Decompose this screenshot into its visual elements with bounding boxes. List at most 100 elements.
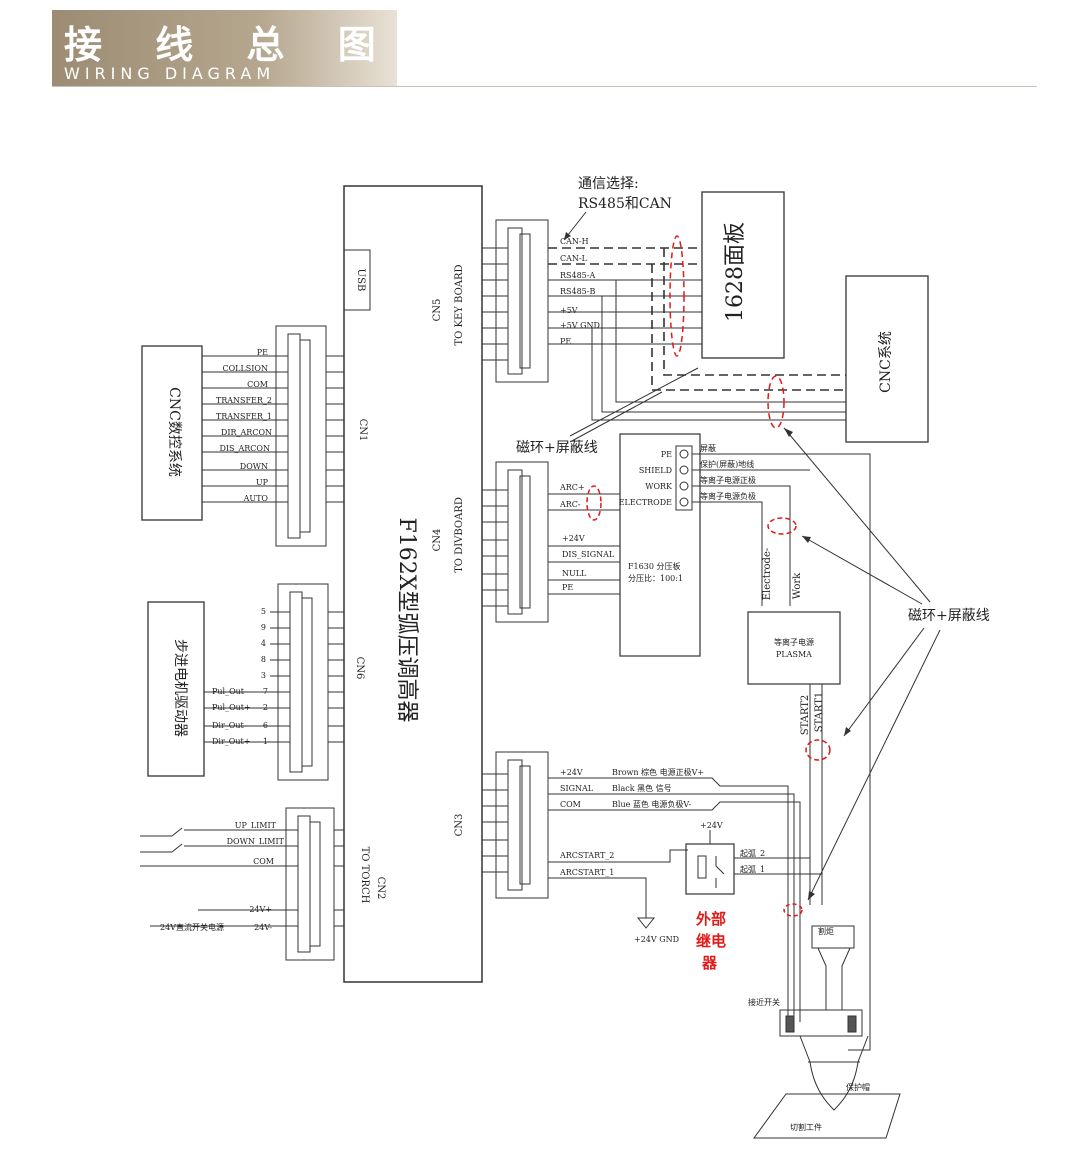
cn5-label: CN5: [432, 299, 443, 322]
cn6-pin-5: 7: [263, 687, 268, 696]
start-wires: [809, 684, 823, 905]
cn3-signal-3: ARCSTART_2: [559, 851, 614, 860]
cn4-pins: [482, 489, 508, 607]
cn5-signal-2: RS485-A: [560, 271, 595, 280]
comm-note-line2: RS485和CAN: [578, 196, 672, 212]
cn6-pin-6: 2: [263, 703, 268, 712]
cn6-pin-0: 5: [261, 607, 266, 616]
divider-model: F1630 分压板: [628, 561, 680, 571]
magnetic-ring-plasma: [767, 517, 797, 535]
relay-label-0: 外部: [695, 910, 726, 928]
cn3-signal-1: SIGNAL: [560, 784, 594, 793]
cn3-wires: [548, 777, 801, 1022]
cn2-desc: TO TORCH: [359, 847, 370, 904]
cn6-pin-1: 9: [261, 623, 266, 632]
relay-label-2: 器: [701, 954, 718, 972]
cn4-signal-0: ARC+: [559, 483, 585, 492]
cn3-wire-2: Blue 蓝色 电源负极V-: [612, 799, 691, 809]
terminal-shield: [679, 465, 689, 475]
torch-label: 割炬: [818, 926, 834, 936]
cn6-pin-3: 8: [261, 655, 266, 664]
cn5-pins: [482, 247, 508, 361]
cn5-signal-3: RS485-B: [560, 287, 595, 296]
cn5-signal-6: PE: [560, 337, 571, 346]
cn3-relay-v: +24V: [700, 821, 723, 830]
relay-pin-1: 起弧_1: [740, 864, 765, 874]
relay-label-1: 继电: [696, 932, 726, 950]
cn6-pin-4: 3: [261, 671, 266, 680]
cn2-wires: [140, 827, 344, 927]
cn4-label: CN4: [432, 529, 443, 552]
ring-pointer-4: [801, 535, 923, 605]
cn2-connector: [285, 807, 335, 961]
cn6-connector: [277, 583, 329, 781]
cn4-signal-4: NULL: [562, 569, 587, 578]
cn2-signal-4: 24V-: [254, 923, 272, 932]
terminal-pe: [679, 449, 689, 459]
electrode-label: Electrode-: [762, 548, 773, 601]
terminal-electrode: [679, 497, 689, 507]
cn4-signal-5: PE: [562, 583, 573, 592]
divider-terminal-0: PE: [661, 450, 672, 459]
torch-workpiece: 切割工件: [790, 1122, 822, 1132]
terminal-work: [679, 481, 689, 491]
cn1-signal-3: TRANSFER_2: [216, 396, 272, 405]
ring-pointer-5: [843, 627, 925, 737]
cn5-signal-4: +5V: [560, 306, 578, 315]
magnetic-ring-label-2: 磁环+屏蔽线: [908, 608, 990, 624]
ring-pointer-1: [569, 367, 699, 437]
comm-note-arrowhead: [564, 232, 571, 240]
pointer-arrowheads: [784, 428, 851, 900]
cn2-signal-1: DOWN_LIMIT: [227, 837, 285, 846]
work-label: Work: [792, 572, 803, 599]
relay-output-wires: [734, 857, 822, 875]
magnetic-ring-cn5: [669, 235, 685, 357]
magnetic-ring-cn4: [586, 485, 602, 521]
cn1-signal-1: COLLSION: [222, 364, 268, 373]
plasma-box: [747, 611, 841, 685]
cn4-signal-1: ARC-: [559, 500, 581, 509]
cn1-signal-9: AUTO: [243, 494, 269, 503]
torch-switch: 接近开关: [748, 997, 780, 1007]
magnetic-ring-torch: [783, 903, 803, 917]
divider-note-1: 保护(屏蔽)地线: [700, 459, 754, 469]
cn2-signal-2: COM: [253, 857, 274, 866]
torch: [753, 925, 901, 1139]
divider-note-2: 等离子电源正极: [700, 475, 756, 485]
cn6-signal-3: Dir_Out+: [212, 737, 250, 746]
magnetic-ring-cnc: [767, 375, 785, 429]
cnc-controller-label: CNC数控系统: [166, 387, 182, 477]
torch-cap: 保护帽: [846, 1082, 870, 1092]
start-label-1: START1: [814, 692, 825, 733]
cn1-signal-2: COM: [247, 380, 268, 389]
start-label-0: START2: [800, 695, 811, 736]
cn3-gnd: +24V GND: [634, 935, 679, 944]
cn6-label: CN6: [354, 657, 365, 680]
divider-terminal-3: ELECTRODE: [619, 498, 672, 507]
cn1-signal-5: DIR_ARCON: [221, 428, 272, 437]
cn5-wires: [548, 247, 846, 421]
cn1-label: CN1: [357, 419, 368, 442]
cn5-signal-1: CAN-L: [560, 254, 588, 263]
cn4-connector: [495, 461, 549, 623]
cnc-system-box: [845, 275, 929, 443]
cn3-label: CN3: [454, 814, 465, 837]
cn2-supply-note: 24V直流开关电源: [160, 922, 224, 932]
cn4-signal-3: DIS_SIGNAL: [562, 550, 615, 559]
cn1-signal-8: UP: [256, 478, 269, 487]
usb-label: USB: [355, 269, 366, 292]
divider-terminal-2: WORK: [645, 482, 673, 491]
ring-pointer-3: [783, 427, 931, 603]
magnetic-ring-label-1: 磁环+屏蔽线: [516, 440, 598, 456]
relay-contact: [715, 856, 725, 888]
relay-coil: [697, 855, 707, 879]
main-unit-label: F162X型弧压调高器: [394, 518, 419, 723]
panel-1628-label: 1628面板: [723, 222, 748, 322]
cn6-pin-2: 4: [261, 639, 266, 648]
cn1-wires: [202, 355, 344, 503]
usb-port: [343, 249, 371, 311]
cn3-signal-4: ARCSTART_1: [559, 868, 614, 877]
cn4-signal-2: +24V: [562, 534, 585, 543]
cn1-signal-0: PE: [257, 348, 268, 357]
